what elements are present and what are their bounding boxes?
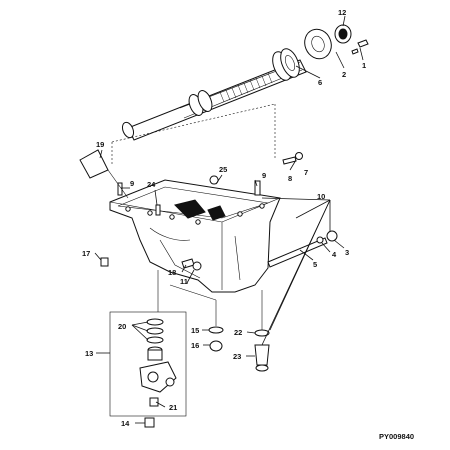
callout-17: 17: [82, 249, 90, 258]
valve-assembly: [139, 318, 177, 428]
callout-4: 4: [332, 250, 337, 259]
callout-18: 18: [168, 268, 176, 277]
callout-7: 7: [304, 168, 308, 177]
callout-9-right: 9: [262, 171, 266, 180]
callout-16: 16: [191, 341, 199, 350]
callout-5: 5: [313, 260, 317, 269]
callout-15: 15: [191, 326, 199, 335]
callout-6: 6: [318, 78, 322, 87]
callout-20: 20: [118, 322, 126, 331]
callout-10: 10: [317, 192, 325, 201]
callout-12: 12: [338, 8, 346, 17]
housing-fittings: [79, 149, 338, 271]
callout-23: 23: [233, 352, 241, 361]
callout-3: 3: [345, 248, 349, 257]
callout-25: 25: [219, 165, 227, 174]
callout-22: 22: [234, 328, 242, 337]
callout-2: 2: [342, 70, 346, 79]
callout-19: 19: [96, 140, 104, 149]
callout-11: 11: [180, 277, 188, 286]
reference-code: PY009840: [379, 432, 414, 441]
transmission-housing: [109, 179, 281, 293]
callout-24: 24: [147, 180, 156, 189]
callout-8: 8: [288, 174, 292, 183]
callout-13: 13: [85, 349, 93, 358]
callout-14: 14: [121, 419, 130, 428]
leader-lines: [94, 15, 364, 424]
callout-21: 21: [169, 403, 177, 412]
callout-1: 1: [362, 61, 366, 70]
assembly-13-box: [109, 311, 187, 417]
callout-9-left: 9: [130, 179, 134, 188]
input-shaft: [121, 24, 369, 141]
callout-labels: 1 2 3 4 5 6 7 8 9 9 10 11 12 13 14 15 16…: [82, 8, 414, 441]
